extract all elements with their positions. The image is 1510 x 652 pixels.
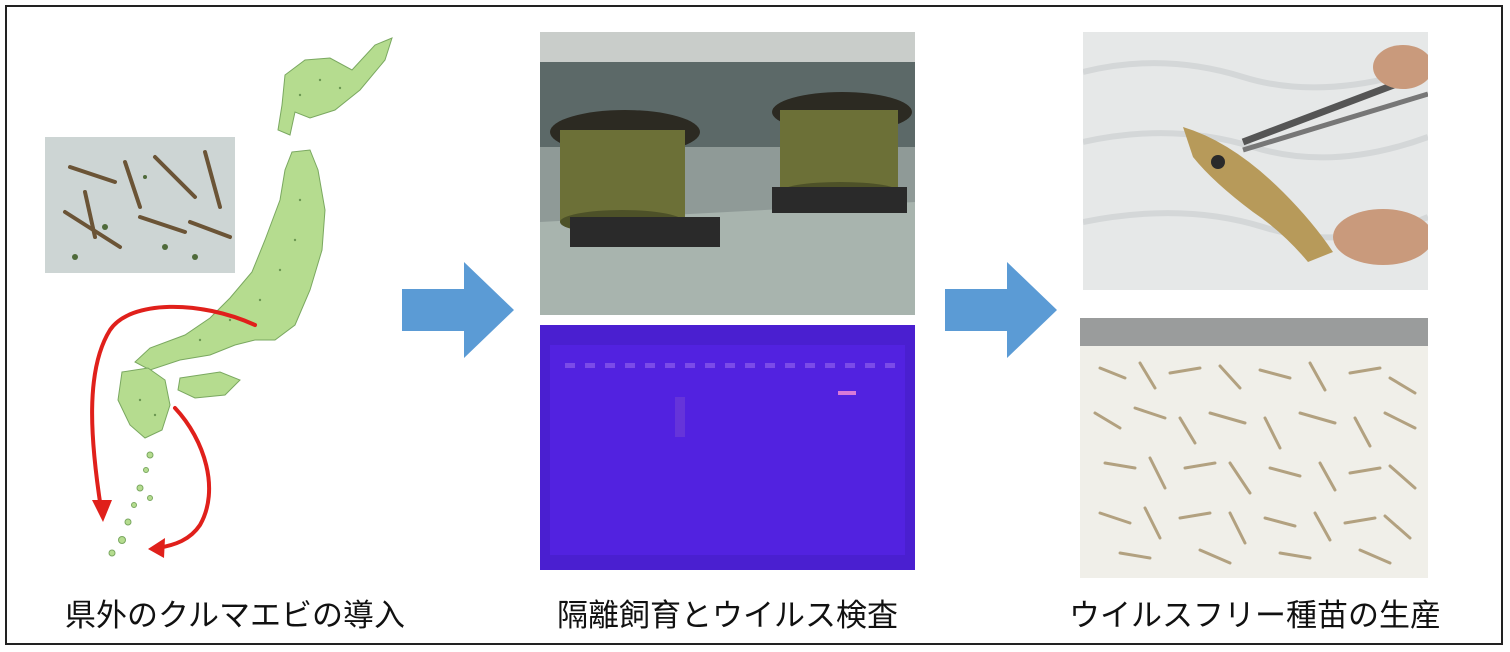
shrimp-inspection-photo — [1083, 32, 1428, 290]
virus-test-gel-photo — [540, 325, 915, 570]
flow-arrow-2 — [945, 262, 1057, 358]
caption-step3: ウイルスフリー種苗の生産 — [1069, 598, 1441, 634]
route-arrow-heads — [92, 500, 165, 558]
kyushu-island — [117, 367, 171, 439]
route-arrow-head-south — [148, 538, 165, 558]
route-arrow-head-west — [92, 500, 112, 522]
shikoku-island — [177, 371, 241, 399]
flow-arrow-1 — [402, 262, 514, 358]
hokkaido-island — [277, 37, 393, 136]
caption-step2: 隔離飼育とウイルス検査 — [557, 598, 898, 634]
japan-map — [90, 37, 393, 558]
route-arrows — [90, 304, 257, 550]
caption-step1: 県外のクルマエビの導入 — [64, 598, 406, 634]
virus-free-juveniles-photo — [1080, 318, 1428, 578]
route-arrow-south — [156, 406, 212, 550]
shrimp-sample-photo — [45, 137, 235, 273]
quarantine-tanks-photo — [540, 32, 915, 315]
honshu-island — [134, 149, 326, 371]
route-arrow-west — [90, 304, 257, 517]
